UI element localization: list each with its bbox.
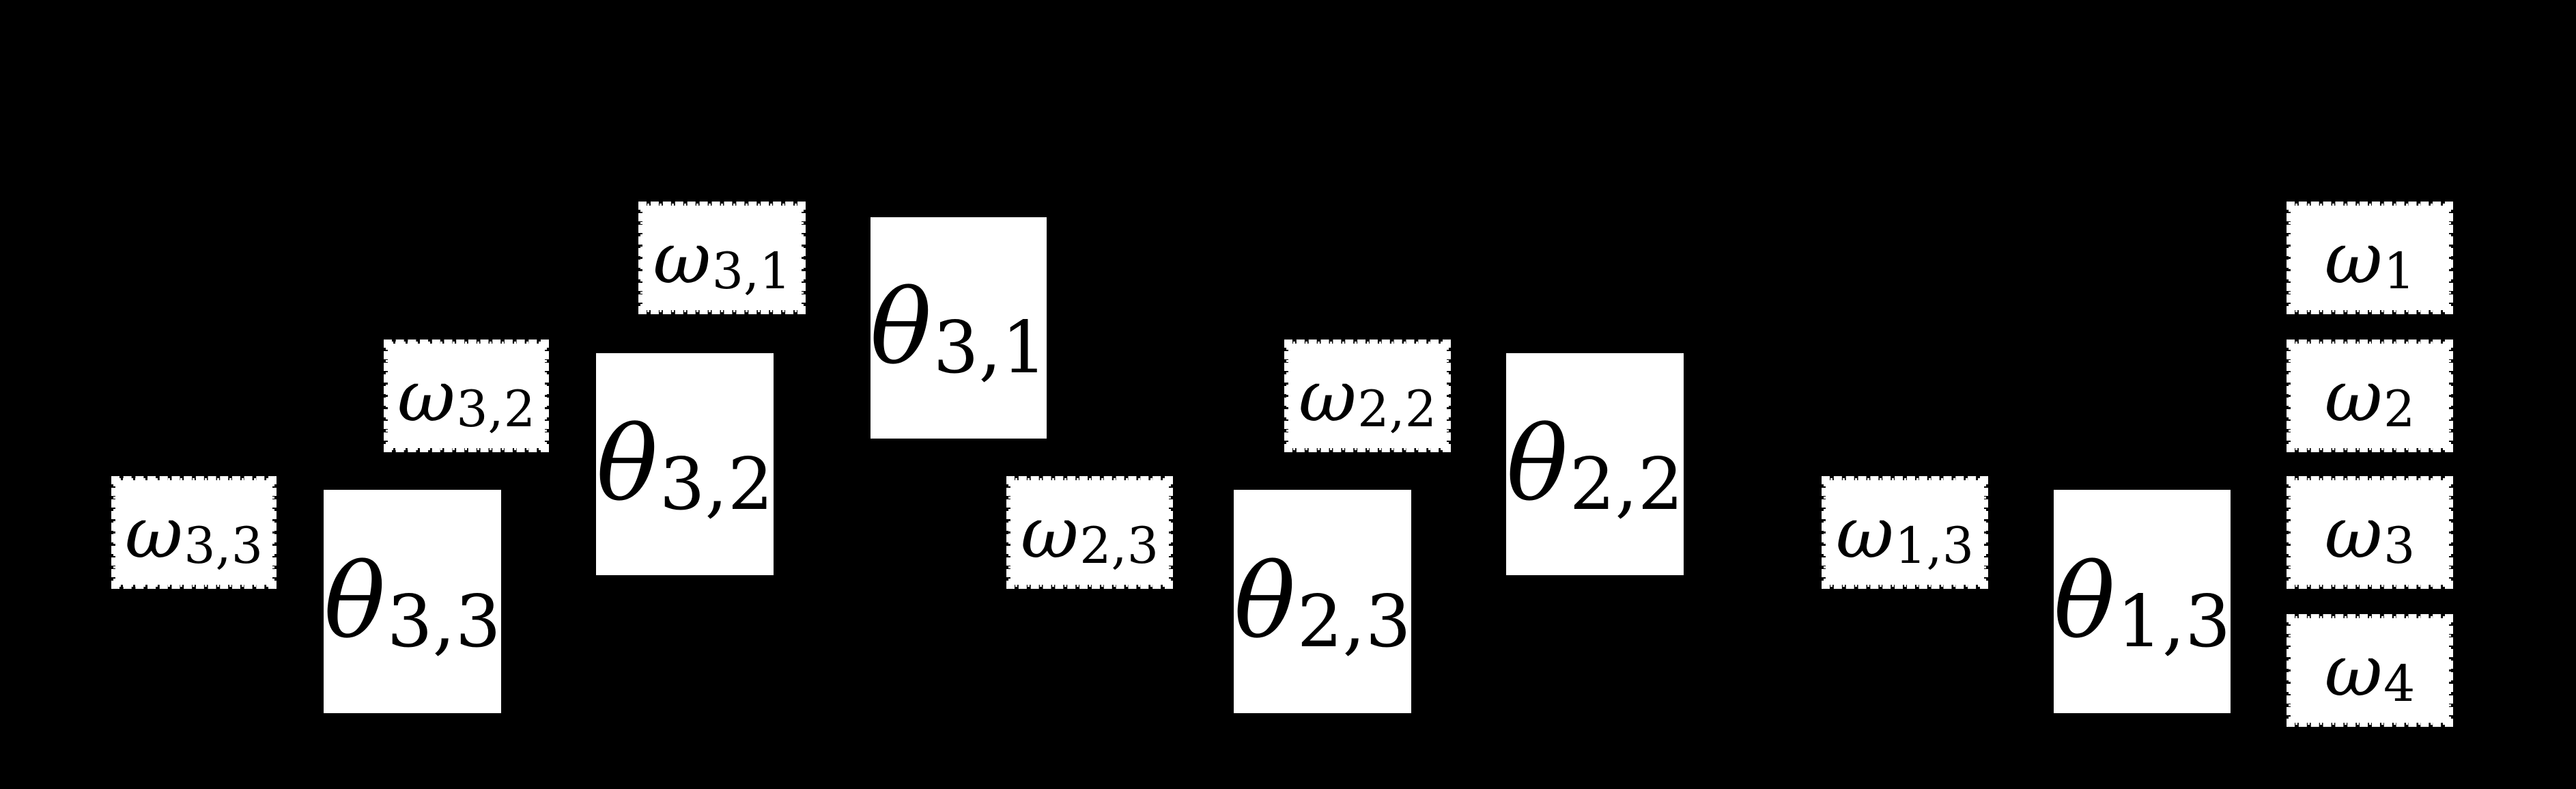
omega-symbol: ω	[1298, 354, 1357, 438]
omega-symbol: ω	[1835, 490, 1894, 575]
theta-subscript: 3,2	[659, 442, 774, 526]
omega-symbol: ω	[653, 216, 711, 300]
omega-symbol: ω	[124, 490, 183, 575]
omega-subscript: 3,3	[184, 517, 264, 576]
theta-symbol: θ	[1506, 404, 1568, 524]
omega-symbol: ω	[2324, 490, 2383, 575]
omega-subscript: 3	[2383, 517, 2416, 576]
theta-subscript: 2,3	[1297, 579, 1411, 663]
omega-subscript: 2,3	[1079, 517, 1159, 576]
theta-subscript: 1,3	[2117, 579, 2231, 663]
omega-subscript: 3,1	[711, 243, 791, 301]
omega-subscript: 1	[2383, 243, 2416, 301]
theta-symbol: θ	[324, 542, 386, 661]
omega-symbol: ω	[1020, 490, 1079, 575]
omega-subscript: 1,3	[1895, 517, 1975, 576]
omega-symbol: ω	[2324, 354, 2383, 438]
omega-subscript: 2,2	[1357, 380, 1437, 439]
omega-subscript: 3,2	[456, 380, 536, 439]
theta-subscript: 3,1	[933, 306, 1047, 390]
omega-symbol: ω	[397, 354, 455, 438]
theta-symbol: θ	[1234, 542, 1296, 661]
theta-symbol: θ	[2053, 542, 2116, 661]
theta-symbol: θ	[596, 404, 658, 524]
omega-subscript: 4	[2383, 655, 2416, 714]
omega-subscript: 2	[2383, 380, 2416, 439]
theta-symbol: θ	[870, 268, 932, 387]
omega-symbol: ω	[2324, 216, 2383, 300]
omega-symbol: ω	[2324, 628, 2383, 712]
theta-subscript: 3,3	[386, 579, 501, 663]
theta-subscript: 2,2	[1569, 442, 1684, 526]
